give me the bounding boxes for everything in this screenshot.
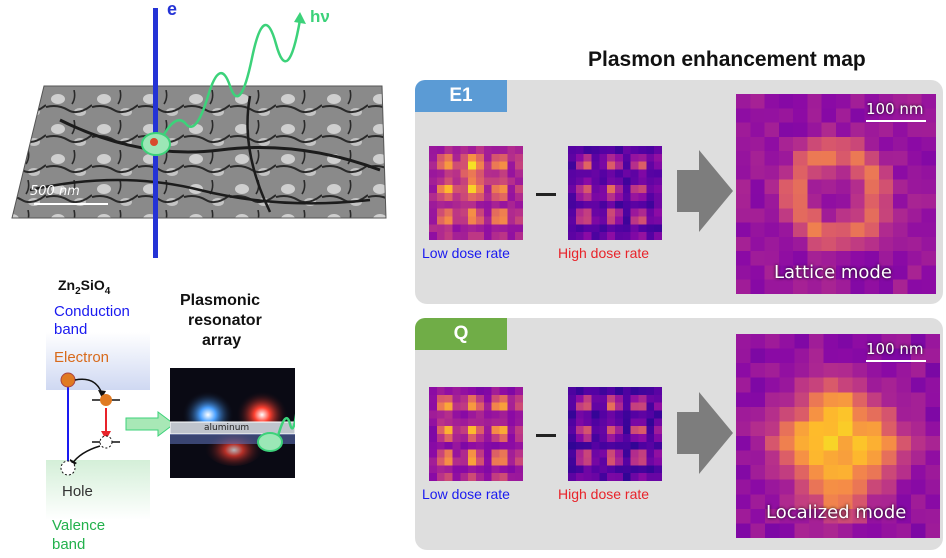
e1-low-dose-map (429, 146, 523, 240)
q-low-dose-map (429, 387, 523, 481)
resonator-label-3: array (202, 332, 242, 349)
e1-high-dose-map (568, 146, 662, 240)
conduction-label-1: Conduction (54, 303, 130, 320)
electron-beam-label: e (167, 0, 178, 19)
electron-dot (60, 372, 76, 388)
e1-result-arrow (677, 150, 733, 232)
e1-scale-label: 100 nm (866, 100, 924, 118)
emission-arrow (125, 411, 175, 437)
q-result-arrow (677, 392, 733, 474)
sem-scene (11, 8, 387, 258)
trapped-electron-dot (100, 394, 112, 406)
panel-e1-tab: E1 (415, 80, 507, 112)
q-low-dose-label: Low dose rate (422, 486, 510, 502)
photon-label: hν (310, 7, 330, 26)
valence-label-2: band (52, 536, 86, 553)
electron-label: Electron (54, 349, 110, 366)
conduction-label-2: band (54, 321, 88, 338)
q-scale-label: 100 nm (866, 340, 924, 358)
e1-high-dose-label: High dose rate (558, 245, 650, 261)
resonator-label-1: Plasmonic (180, 292, 261, 309)
hole-dot (60, 460, 76, 476)
figure-title: Plasmon enhancement map (588, 48, 866, 71)
sem-scale-label: 500 nm (30, 184, 80, 199)
e1-minus-sign (536, 193, 556, 196)
q-scale-bar (866, 360, 926, 362)
q-enhancement-map (736, 334, 940, 538)
hole-label: Hole (62, 483, 93, 500)
e1-enhancement-map (736, 94, 936, 294)
q-high-dose-label: High dose rate (558, 486, 650, 502)
e1-low-dose-label: Low dose rate (422, 245, 510, 261)
q-mode-label: Localized mode (766, 502, 907, 523)
panel-q-tab: Q (415, 318, 507, 350)
energy-level-diagram (60, 372, 175, 476)
valence-label-1: Valence (52, 517, 106, 534)
q-high-dose-map (568, 387, 662, 481)
resonator-field-map (170, 368, 295, 478)
resonator-label-2: resonator (188, 312, 262, 329)
e1-mode-label: Lattice mode (774, 262, 892, 283)
resonator-material-label: aluminum (204, 423, 250, 433)
q-minus-sign (536, 434, 556, 437)
photon-wave (160, 19, 302, 139)
e1-scale-bar (866, 120, 926, 122)
material-label: Zn2SiO4 (58, 277, 111, 297)
